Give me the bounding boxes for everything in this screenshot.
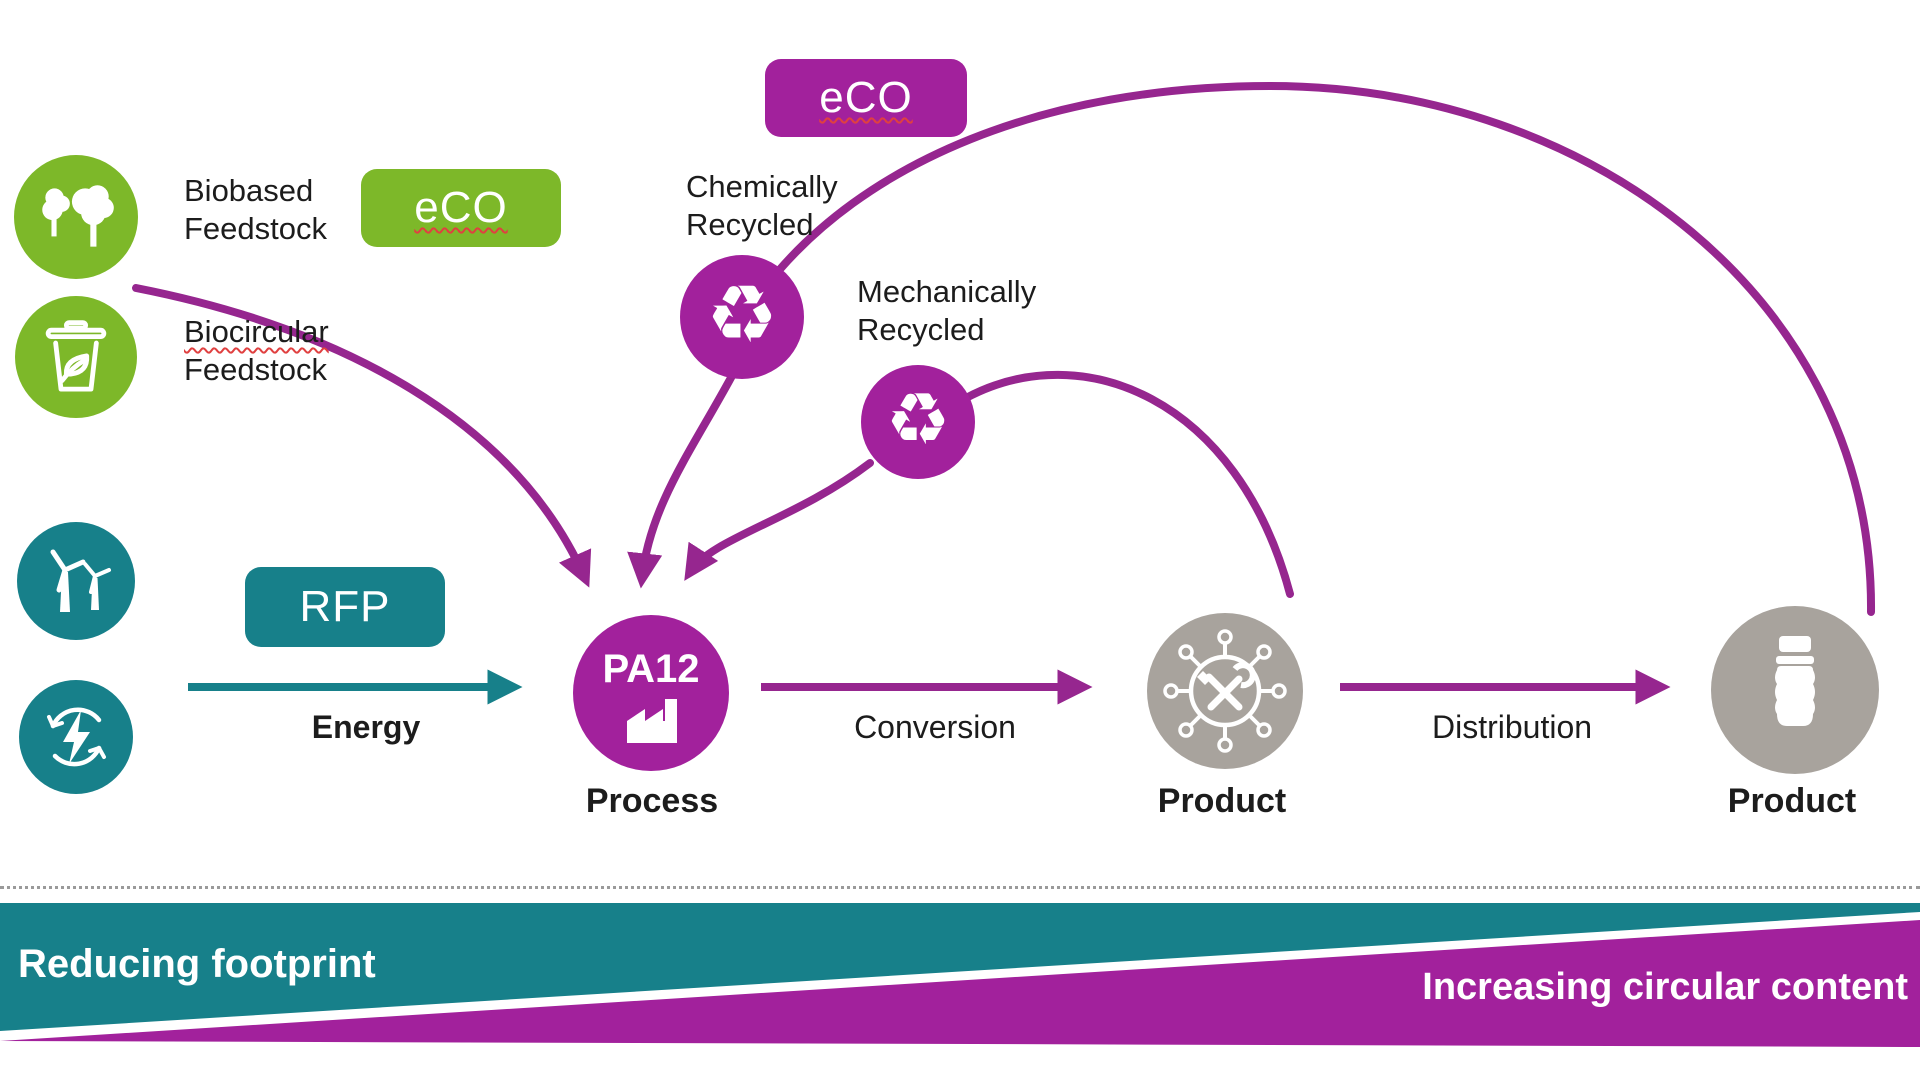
arrow-feedstock-to-process [132, 284, 592, 588]
biobased-line2: Feedstock [184, 211, 328, 246]
conversion-label: Conversion [854, 709, 1016, 745]
biocircular-feedstock-label: Biocircular Feedstock [184, 313, 329, 389]
rfp-badge-label: RFP [299, 582, 391, 631]
dotted-separator [0, 886, 1920, 889]
loop-product-to-mechanical-recycling [962, 370, 1294, 598]
biobased-feedstock-label: Biobased Feedstock [184, 172, 327, 248]
waste-bin-leaf-icon [45, 320, 107, 392]
reducing-footprint-label: Reducing footprint [18, 942, 376, 986]
recycle-icon: ♻ [885, 380, 951, 460]
increasing-circular-content-label: Increasing circular content [1422, 966, 1908, 1008]
chemically-line1: Chemically [686, 169, 838, 204]
arrow-mechanical-to-process [684, 459, 874, 581]
mechanically-line2: Recycled [857, 312, 985, 347]
factory-icon [627, 699, 677, 743]
product-conversion-node [1147, 613, 1303, 769]
biocircular-line2: Feedstock [184, 352, 328, 387]
footprint-banner [0, 903, 1920, 1047]
rfp-badge: RFP [245, 567, 445, 647]
biocircular-line1: Biocircular [184, 314, 329, 349]
loop-product-to-chemical-recycling [759, 81, 1876, 616]
pa12-process-node: PA12 [573, 615, 729, 771]
chemically-line2: Recycled [686, 207, 814, 242]
eco-purple-badge-label: eCO [819, 73, 913, 122]
biobased-line1: Biobased [184, 173, 314, 208]
eco-purple-badge: eCO [765, 59, 967, 137]
distribution-label: Distribution [1431, 709, 1593, 745]
product-mid-caption: Product [1157, 782, 1287, 820]
chemically-recycled-node: ♻ [680, 255, 804, 379]
biocircular-feedstock-node [15, 296, 137, 418]
biobased-feedstock-node [14, 155, 138, 279]
wind-turbines-icon [50, 549, 111, 612]
bottle-icon [1775, 636, 1815, 726]
wind-energy-node [17, 522, 135, 640]
energy-label: Energy [311, 709, 421, 745]
mechanically-recycled-label: Mechanically Recycled [857, 273, 1036, 349]
product-right-caption: Product [1727, 782, 1857, 820]
tools-network-icon [1163, 629, 1287, 753]
renewable-energy-node [19, 680, 133, 794]
trees-icon [42, 185, 114, 247]
recycle-icon: ♻ [706, 270, 778, 359]
increasing-circular-wedge [0, 920, 1920, 1047]
mechanically-line1: Mechanically [857, 274, 1037, 309]
renewable-energy-icon [47, 707, 106, 767]
reducing-footprint-wedge [0, 903, 1920, 1031]
product-distribution-node [1711, 606, 1879, 774]
arrow-chemical-to-process [627, 370, 737, 589]
eco-green-badge: eCO [361, 169, 561, 247]
pa12-label: PA12 [602, 647, 700, 691]
process-caption: Process [585, 782, 719, 820]
mechanically-recycled-node: ♻ [861, 365, 975, 479]
eco-green-badge-label: eCO [414, 183, 508, 232]
chemically-recycled-label: Chemically Recycled [686, 168, 838, 244]
